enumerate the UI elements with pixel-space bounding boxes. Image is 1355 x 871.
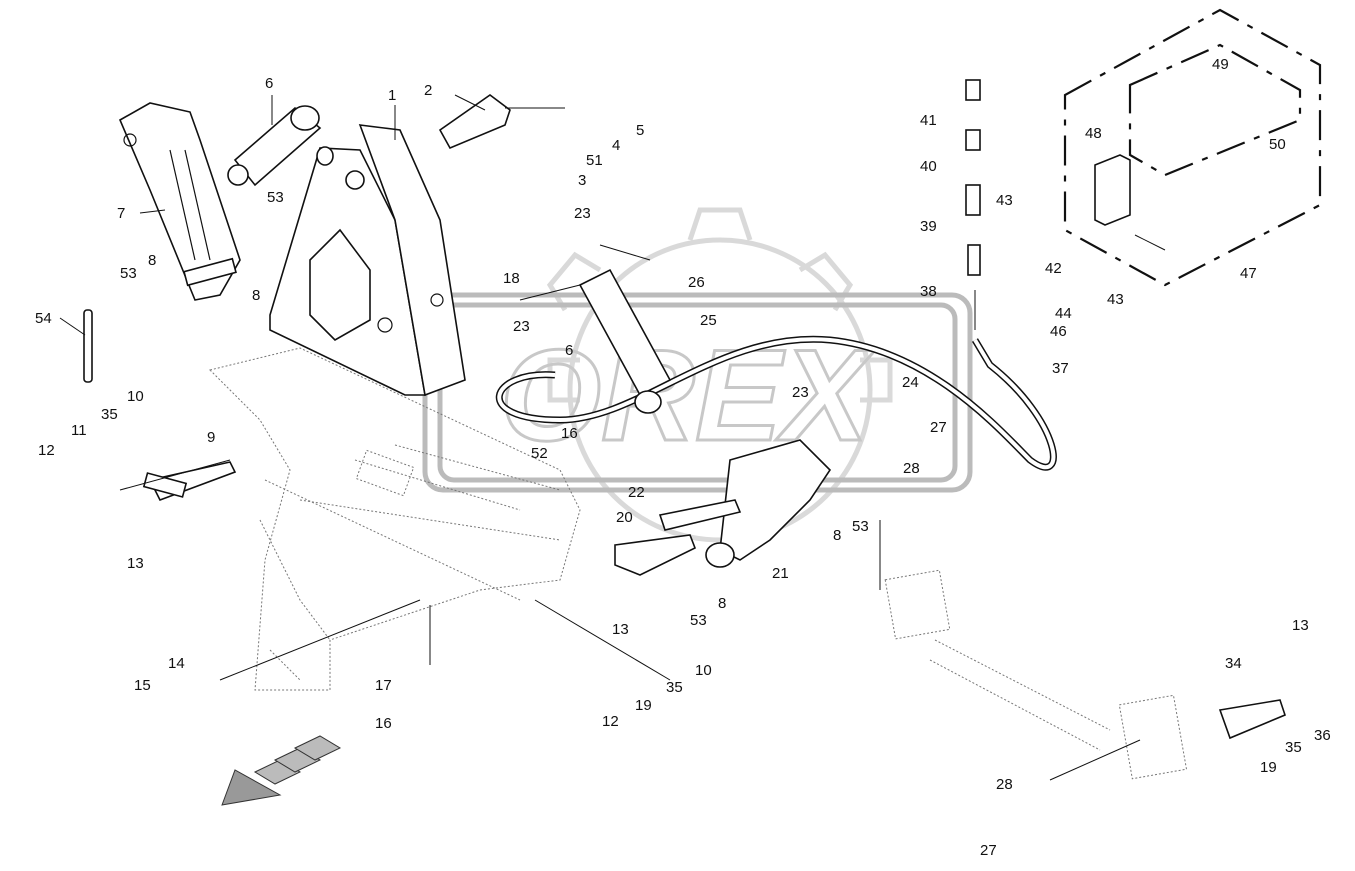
- label-1: 1: [388, 87, 396, 104]
- label-43b: 43: [1107, 291, 1124, 308]
- label-38: 38: [920, 283, 937, 300]
- label-17: 17: [375, 677, 392, 694]
- label-22: 22: [628, 484, 645, 501]
- label-2: 2: [424, 82, 432, 99]
- label-7: 7: [117, 205, 125, 222]
- label-53c: 53: [852, 518, 869, 535]
- label-16: 16: [561, 425, 578, 442]
- label-48: 48: [1085, 125, 1102, 142]
- label-16b: 16: [375, 715, 392, 732]
- part-47-valve-block: [1094, 154, 1131, 226]
- label-24: 24: [902, 374, 919, 391]
- label-10: 10: [127, 388, 144, 405]
- label-53b: 53: [120, 265, 137, 282]
- spring-assembly-ghost: [884, 569, 1188, 780]
- part-20-pin: [614, 534, 697, 576]
- part-21-bracket: [705, 439, 832, 568]
- label-37: 37: [1052, 360, 1069, 377]
- label-20: 20: [616, 509, 633, 526]
- label-21: 21: [772, 565, 789, 582]
- label-27: 27: [930, 419, 947, 436]
- label-13: 13: [127, 555, 144, 572]
- label-51: 51: [586, 152, 603, 169]
- part-54-rod: [83, 309, 93, 383]
- kit-47-boundary: [1063, 8, 1322, 287]
- label-35: 35: [101, 406, 118, 423]
- label-54: 54: [35, 310, 52, 327]
- label-46: 46: [1050, 323, 1067, 340]
- part-22-pin: [658, 499, 742, 531]
- label-8c: 8: [833, 527, 841, 544]
- forward-direction-arrow-icon: [221, 735, 342, 806]
- label-11: 11: [71, 422, 87, 439]
- label-18: 18: [503, 270, 520, 287]
- label-13b: 13: [612, 621, 629, 638]
- label-13c: 13: [1292, 617, 1309, 634]
- label-52: 52: [531, 445, 548, 462]
- label-47: 47: [1240, 265, 1257, 282]
- label-6b: 6: [565, 342, 573, 359]
- label-25: 25: [700, 312, 717, 329]
- part-7-lift-arm: [118, 102, 241, 301]
- label-53d: 53: [690, 612, 707, 629]
- label-40: 40: [920, 158, 937, 175]
- part-6-cylinder: [227, 105, 322, 187]
- label-3: 3: [578, 172, 586, 189]
- label-19b: 19: [1260, 759, 1277, 776]
- part-9-pin: [142, 461, 237, 502]
- label-12: 12: [38, 442, 55, 459]
- label-49: 49: [1212, 56, 1229, 73]
- label-44: 44: [1055, 305, 1072, 322]
- label-35c: 35: [1285, 739, 1302, 756]
- label-14: 14: [168, 655, 185, 672]
- label-53: 53: [267, 189, 284, 206]
- label-6: 6: [265, 75, 273, 92]
- part-6-lower-link: [578, 268, 672, 414]
- label-8b: 8: [252, 287, 260, 304]
- label-23c: 23: [792, 384, 809, 401]
- label-10b: 10: [695, 662, 712, 679]
- label-12b: 12: [602, 713, 619, 730]
- label-26: 26: [688, 274, 705, 291]
- label-35b: 35: [666, 679, 683, 696]
- label-23: 23: [574, 205, 591, 222]
- label-15: 15: [134, 677, 151, 694]
- label-28: 28: [903, 460, 920, 477]
- label-5: 5: [636, 122, 644, 139]
- label-36: 36: [1314, 727, 1331, 744]
- label-9: 9: [207, 429, 215, 446]
- part-34-pin: [1218, 699, 1286, 740]
- label-8: 8: [148, 252, 156, 269]
- label-4: 4: [612, 137, 620, 154]
- chassis-frame-ghost: [209, 347, 581, 691]
- watermark-text: OREX: [500, 322, 876, 468]
- part-1-main-bracket: [269, 124, 466, 397]
- leader-lines: [59, 94, 1166, 781]
- label-27b: 27: [980, 842, 997, 859]
- label-28b: 28: [996, 776, 1013, 793]
- label-42: 42: [1045, 260, 1062, 277]
- label-41: 41: [920, 112, 937, 129]
- label-39: 39: [920, 218, 937, 235]
- kit-48-boundary: [1128, 43, 1302, 177]
- label-23b: 23: [513, 318, 530, 335]
- label-19: 19: [635, 697, 652, 714]
- label-34: 34: [1225, 655, 1242, 672]
- label-50: 50: [1269, 136, 1286, 153]
- watermark-gear-icon: [546, 207, 893, 543]
- label-8d: 8: [718, 595, 726, 612]
- part-2-pin: [438, 94, 511, 150]
- label-43: 43: [996, 192, 1013, 209]
- part-labels: 1 2 3 4 5 6 6 7 8 8 8 8 9 10 10 11 12 12…: [35, 56, 1331, 859]
- fitting-stack: [965, 79, 981, 276]
